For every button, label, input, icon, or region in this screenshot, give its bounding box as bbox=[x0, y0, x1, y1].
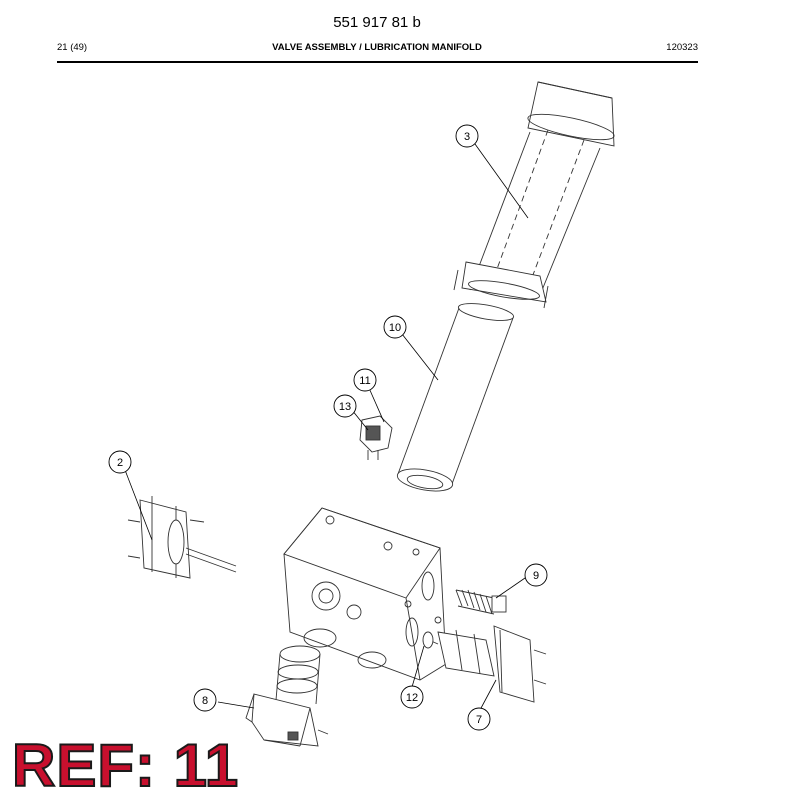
page-indicator: 21 (49) bbox=[57, 42, 88, 53]
part-pressure-valve bbox=[127, 496, 237, 579]
part-cartridge-valve bbox=[423, 625, 547, 703]
part-fitting bbox=[422, 631, 434, 649]
part-sensor-connector bbox=[359, 415, 393, 460]
reference-label: REF: 11 bbox=[11, 732, 240, 799]
callout-13-label: 13 bbox=[339, 401, 351, 413]
header-rule bbox=[57, 61, 698, 63]
page-title: VALVE ASSEMBLY / LUBRICATION MANIFOLD bbox=[272, 42, 482, 53]
callout-11-label: 11 bbox=[359, 375, 370, 387]
callout-9[interactable]: 9 bbox=[524, 563, 548, 587]
callout-8-label: 8 bbox=[202, 695, 208, 707]
callout-2-label: 2 bbox=[117, 457, 123, 469]
document-code: 120323 bbox=[666, 42, 698, 53]
part-solenoid-valve bbox=[245, 645, 329, 747]
callout-7-label: 7 bbox=[476, 714, 482, 726]
callout-2[interactable]: 2 bbox=[108, 450, 132, 474]
part-spring bbox=[455, 589, 507, 615]
callout-3[interactable]: 3 bbox=[455, 124, 479, 148]
callout-7[interactable]: 7 bbox=[467, 707, 491, 731]
callout-12[interactable]: 12 bbox=[400, 685, 424, 709]
callout-8[interactable]: 8 bbox=[193, 688, 217, 712]
document-number: 551 917 81 b bbox=[333, 14, 421, 31]
callout-13[interactable]: 13 bbox=[333, 394, 357, 418]
callout-9-label: 9 bbox=[533, 570, 539, 582]
part-filter-housing bbox=[453, 81, 615, 309]
callout-11[interactable]: 11 bbox=[353, 368, 377, 392]
leader-lines bbox=[124, 143, 529, 711]
callout-3-label: 3 bbox=[464, 131, 470, 143]
part-manifold-block bbox=[283, 507, 447, 681]
callout-10[interactable]: 10 bbox=[383, 315, 407, 339]
callout-12-label: 12 bbox=[406, 692, 418, 704]
part-filter-element bbox=[396, 303, 515, 492]
callout-10-label: 10 bbox=[389, 322, 401, 334]
